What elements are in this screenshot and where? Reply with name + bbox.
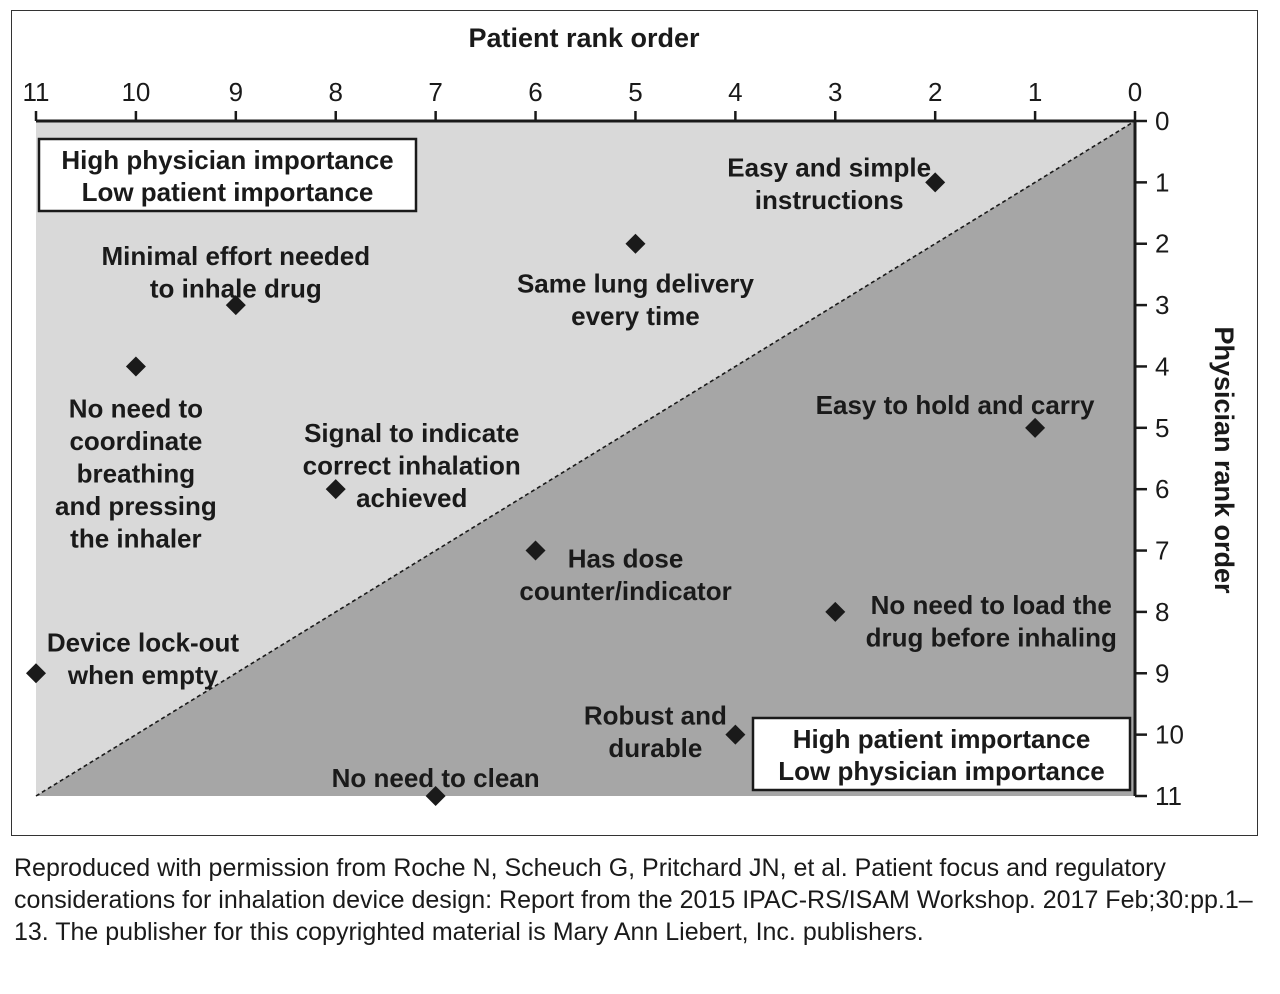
data-point	[625, 233, 646, 254]
data-point	[125, 356, 146, 377]
x-tick-label: 0	[1128, 77, 1142, 107]
point-label: No need to	[69, 393, 203, 423]
data-point	[525, 540, 546, 561]
point-label: Device lock-out	[47, 627, 240, 657]
x-tick-label: 2	[928, 77, 942, 107]
x-tick-label: 3	[828, 77, 842, 107]
point-label: every time	[571, 301, 700, 331]
point-label: Minimal effort needed	[101, 241, 370, 271]
y-tick-label: 8	[1155, 597, 1169, 627]
point-label: counter/indicator	[519, 576, 731, 606]
data-point	[425, 786, 446, 806]
figure-caption: Reproduced with permission from Roche N,…	[14, 854, 1253, 946]
point-label: Has dose	[568, 544, 684, 574]
point-label: durable	[608, 733, 702, 763]
x-tick-label: 1	[1028, 77, 1042, 107]
data-point	[825, 601, 846, 622]
data-points	[26, 172, 1046, 806]
diagonal-line	[35, 120, 1136, 797]
data-point	[725, 724, 746, 745]
point-label: Same lung delivery	[517, 269, 755, 299]
point-label: when empty	[67, 660, 219, 690]
point-label: Signal to indicate	[304, 418, 519, 448]
point-label: achieved	[356, 483, 467, 513]
region-label-upper-left-line: High physician importance	[61, 145, 393, 175]
point-label: coordinate	[69, 426, 202, 456]
x-tick-label: 8	[328, 77, 342, 107]
y-tick-label: 1	[1155, 167, 1169, 197]
x-tick-label: 9	[229, 77, 243, 107]
region-label-upper-left-frame	[37, 137, 418, 213]
figure-frame	[11, 10, 1258, 836]
region-label-lower-right-line: High patient importance	[793, 724, 1091, 754]
x-tick-label: 7	[428, 77, 442, 107]
x-tick-label: 6	[528, 77, 542, 107]
point-label: drug before inhaling	[866, 622, 1117, 652]
point-label: correct inhalation	[303, 451, 521, 481]
y-axis-title: Physician rank order	[1209, 326, 1239, 594]
y-tick-label: 6	[1155, 474, 1169, 504]
data-point	[925, 172, 946, 193]
y-tick-label: 2	[1155, 229, 1169, 259]
point-label: Easy and simple	[727, 152, 931, 182]
point-label: the inhaler	[70, 523, 201, 553]
y-tick-label: 9	[1155, 658, 1169, 688]
plot-regions	[35, 120, 1136, 797]
y-tick-label: 7	[1155, 536, 1169, 566]
point-label: No need to load the	[871, 590, 1112, 620]
point-label: Robust and	[584, 701, 727, 731]
region-label-lower-right-line: Low physician importance	[778, 756, 1105, 786]
y-tick-label: 5	[1155, 413, 1169, 443]
data-point	[225, 295, 246, 316]
point-label: to inhale drug	[150, 274, 322, 304]
point-label: instructions	[755, 185, 904, 215]
x-tick-label: 5	[628, 77, 642, 107]
x-tick-label: 11	[23, 77, 50, 107]
point-label: and pressing	[55, 491, 217, 521]
data-point	[26, 663, 46, 684]
y-tick-label: 4	[1155, 351, 1169, 381]
data-point	[325, 479, 346, 500]
y-tick-label: 11	[1155, 781, 1182, 811]
data-point	[1025, 417, 1046, 438]
y-tick-label: 10	[1155, 720, 1184, 750]
x-tick-label: 10	[121, 77, 150, 107]
point-label: Easy to hold and carry	[816, 390, 1095, 420]
region-label-lower-right-frame	[751, 716, 1132, 792]
y-tick-label: 0	[1155, 106, 1169, 136]
y-tick-label: 3	[1155, 290, 1169, 320]
x-axis-title: Patient rank order	[468, 23, 700, 53]
point-label: breathing	[77, 458, 195, 488]
region-label-upper-left-line: Low patient importance	[82, 177, 374, 207]
x-tick-label: 4	[728, 77, 742, 107]
point-label: No need to clean	[332, 763, 540, 793]
